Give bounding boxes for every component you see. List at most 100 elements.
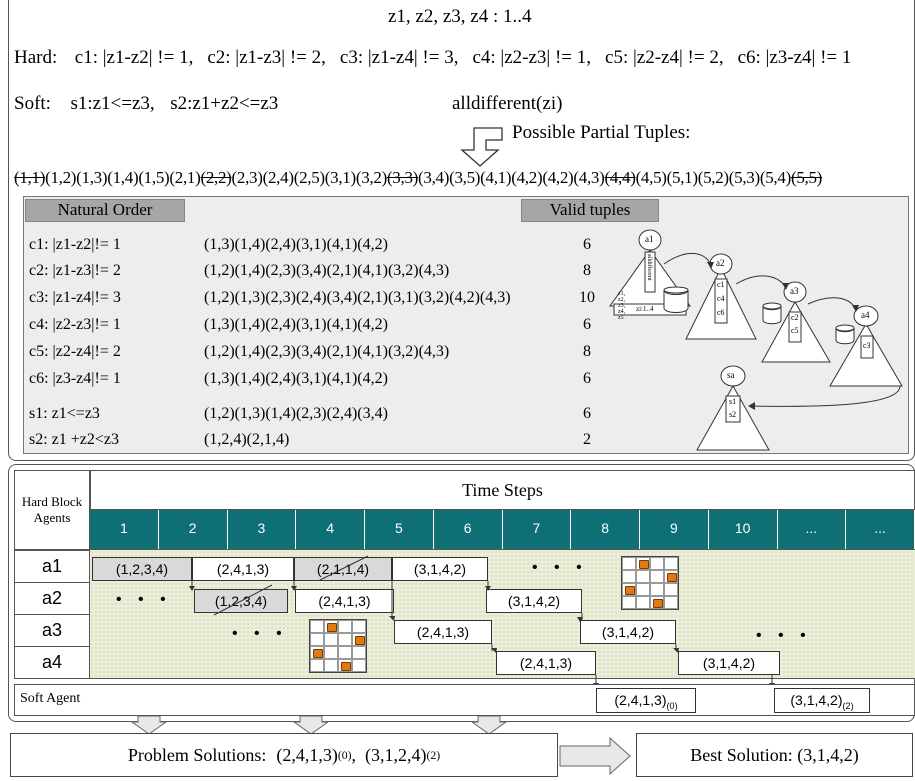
solution-2: (3,1,2,4): [365, 744, 427, 765]
a4-tuple-2: (3,1,4,2): [678, 651, 780, 675]
partial-tuple: (4,5): [635, 168, 667, 187]
constraint-tuples: (1,3)(1,4)(2,4)(3,1)(4,1)(4,2): [204, 236, 388, 253]
a3-dots-1: • • •: [232, 625, 288, 642]
board-cell: [338, 646, 352, 659]
hard-block-header: Hard Block Agents: [14, 470, 90, 550]
agent-tree-diagram: [609, 229, 903, 451]
partial-arrow-icon: [460, 127, 503, 167]
soft-tuple-2-sub: (2): [842, 700, 854, 711]
partial-tuple: (5,5): [790, 168, 823, 187]
a1-node: [638, 229, 662, 251]
board-cell: [636, 570, 650, 583]
tuple-count: 6: [583, 370, 591, 387]
board-cell: [352, 633, 366, 646]
a3-tuple-1-text: (2,4,1,3): [416, 624, 470, 640]
board-cell: [352, 646, 366, 659]
constraint-label: c2: |z1-z3|!= 2: [29, 262, 121, 279]
partial-tuple: (1,4): [107, 168, 139, 187]
partial-tuple: (4,2): [511, 168, 543, 187]
tuple-count: 2: [583, 431, 591, 448]
board-cell: [352, 620, 366, 633]
best-solution-box: Best Solution: (3,1,4,2): [636, 733, 913, 777]
a4-tuple-1: (2,4,1,3): [496, 651, 596, 675]
time-step-3: 3: [227, 510, 297, 549]
partial-tuple: (5,2): [697, 168, 729, 187]
board-cell: [622, 583, 636, 596]
board-cell: [664, 570, 678, 583]
partial-tuples-row: (1,1)(1,2)(1,3)(1,4)(1,5)(2,1)(2,2)(2,3)…: [14, 168, 822, 188]
a3-dots-2: • • •: [756, 627, 812, 644]
tuple-count: 6: [583, 405, 591, 422]
problem-solutions-box: Problem Solutions: (2,4,1,3)(0), (3,1,2,…: [10, 733, 558, 777]
a2-tuple-3-text: (3,1,4,2): [507, 593, 561, 609]
soft-tuple-1-sub: (0): [666, 700, 678, 711]
a1-domain: zi:1..4: [636, 305, 654, 313]
alldifferent-label: alldifferent(zi): [452, 93, 562, 115]
partial-title: Possible Partial Tuples:: [512, 122, 690, 144]
time-steps-title: Time Steps: [462, 480, 543, 500]
a1-tuple-1-text: (1,2,3,4): [115, 561, 169, 577]
constraint-label: c3: |z1-z4|!= 3: [29, 289, 121, 306]
board-cell: [664, 557, 678, 570]
board-cell: [324, 646, 338, 659]
board-cell: [310, 633, 324, 646]
a2-c1: c1: [717, 280, 725, 289]
board-cell: [352, 659, 366, 672]
tuple-count: 8: [583, 343, 591, 360]
partial-tuple: (2,2): [200, 168, 232, 187]
a1-tuple-2: (2,4,1,3): [192, 557, 294, 581]
soft-tuple-1-text: (2,4,1,3): [614, 692, 667, 708]
board-cell: [310, 646, 324, 659]
constraint-tuples: (1,2)(1,3)(2,3)(2,4)(3,4)(2,1)(3,1)(3,2)…: [204, 289, 511, 306]
time-step-2: 2: [158, 510, 228, 549]
constraint-tuples: (1,3)(1,4)(2,4)(3,1)(4,1)(4,2): [204, 370, 388, 387]
constraint-tuples: (1,2,4)(2,1,4): [204, 431, 290, 448]
board-cell: [324, 659, 338, 672]
constraint-tuples: (1,3)(1,4)(2,4)(3,1)(4,1)(4,2): [204, 316, 388, 333]
solutions-label: Problem Solutions:: [127, 744, 267, 765]
a3-tuple-1: (2,4,1,3): [394, 620, 492, 644]
time-step-7: 7: [502, 510, 572, 549]
hard-constraint-c1: c1: |z1-z2| != 1,: [74, 47, 194, 68]
valid-tuples-header: Valid tuples: [521, 199, 659, 222]
time-step-4: 4: [296, 510, 365, 549]
a1-tuple-4: (3,1,4,2): [392, 557, 488, 581]
board-cell: [310, 620, 324, 633]
variables-text: z1, z2, z3, z4 : 1..4: [388, 6, 532, 27]
partial-tuple: (2,3): [231, 168, 263, 187]
partial-tuple: (3,1): [324, 168, 356, 187]
board-cell: [310, 659, 324, 672]
time-step-8: 8: [571, 510, 640, 549]
hard-constraint-c6: c6: |z3-z4| != 1: [737, 47, 852, 68]
partial-tuple: (5,4): [759, 168, 791, 187]
partial-tuple: (3,5): [449, 168, 481, 187]
time-step-12: ...: [846, 510, 915, 549]
tuple-count: 10: [579, 289, 595, 306]
tuple-count: 6: [583, 236, 591, 253]
a3-c2: c2: [791, 313, 799, 322]
constraint-label: c6: |z3-z4|!= 1: [29, 370, 121, 387]
agent-label-a1: a1: [14, 550, 90, 583]
a4-tuple-1-text: (2,4,1,3): [519, 655, 573, 671]
time-step-1: 1: [90, 510, 159, 549]
natural-order-header: Natural Order: [25, 199, 185, 222]
partial-tuple: (1,5): [138, 168, 170, 187]
board-cell: [664, 596, 678, 609]
partial-tuple: (1,1): [14, 168, 46, 187]
board-cell: [636, 583, 650, 596]
queens-board-icon: [621, 556, 679, 610]
constraint-label: c1: |z1-z2|!= 1: [29, 236, 121, 253]
sa-s2: s2: [729, 410, 737, 419]
partial-tuple: (2,5): [293, 168, 325, 187]
variables-line: z1, z2, z3, z4 : 1..4: [388, 6, 532, 28]
board-cell: [650, 596, 664, 609]
tuple-count: 6: [583, 316, 591, 333]
solution-2-sub: (2): [426, 748, 441, 762]
a2-label: a2: [716, 258, 725, 268]
hard-block-text: Hard Block Agents: [21, 494, 83, 525]
a2-c4: c4: [717, 294, 725, 303]
hard-label: Hard:: [14, 47, 58, 68]
valid-tuples-text: Valid tuples: [549, 200, 631, 219]
a1-vars: z1, z2, z3, z4, z5: [618, 291, 626, 321]
